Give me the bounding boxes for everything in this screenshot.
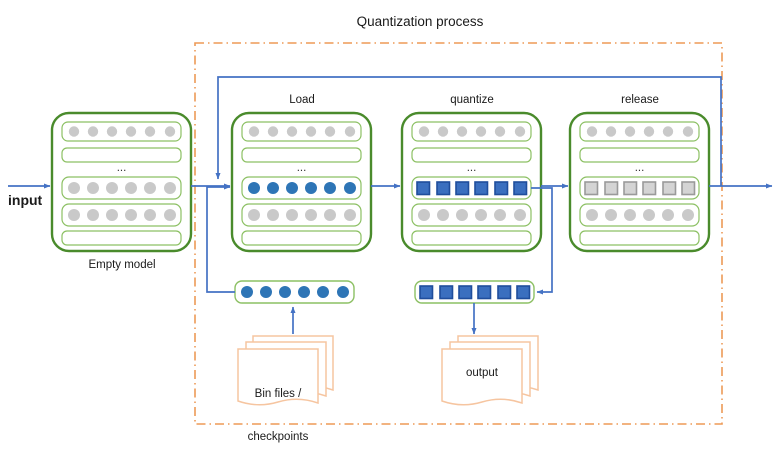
page-title: Quantization process [356, 14, 484, 29]
buffer-load-dots [234, 280, 355, 304]
model-box-load [230, 111, 373, 253]
ellipsis-release: ... [634, 162, 645, 174]
ellipsis-load: ... [296, 162, 307, 174]
caption-empty-model: Empty model [88, 259, 156, 271]
model-box-empty-model [50, 111, 193, 253]
document-stack-output [441, 335, 539, 406]
document-label-bin-files-line1: Bin files / [254, 387, 302, 400]
input-label: input [8, 192, 43, 208]
diagram-canvas: Quantization process input Empty model L… [8, 14, 773, 443]
model-box-quantize [400, 111, 543, 253]
document-label-output: output [466, 367, 498, 379]
arrow-load-buffer-to-load [206, 184, 235, 293]
diagram-graphics [8, 42, 773, 425]
ellipsis-empty-model: ... [116, 162, 127, 174]
stage-title-quantize: quantize [450, 94, 494, 106]
document-label-bin-files-line2: checkpoints [247, 430, 309, 443]
stage-title-release: release [621, 94, 659, 106]
ellipsis-quantize: ... [466, 162, 477, 174]
document-stack-bin-files [237, 335, 334, 406]
arrow-quantize-to-buffer [531, 187, 553, 295]
stage-title-load: Load [289, 94, 315, 106]
document-label-bin-files: Bin files / checkpoints [238, 358, 318, 473]
arrow-feedback-loop [215, 76, 722, 186]
buffer-quantize-squares [414, 280, 535, 304]
model-box-release [568, 111, 711, 253]
process-boundary [194, 42, 723, 425]
